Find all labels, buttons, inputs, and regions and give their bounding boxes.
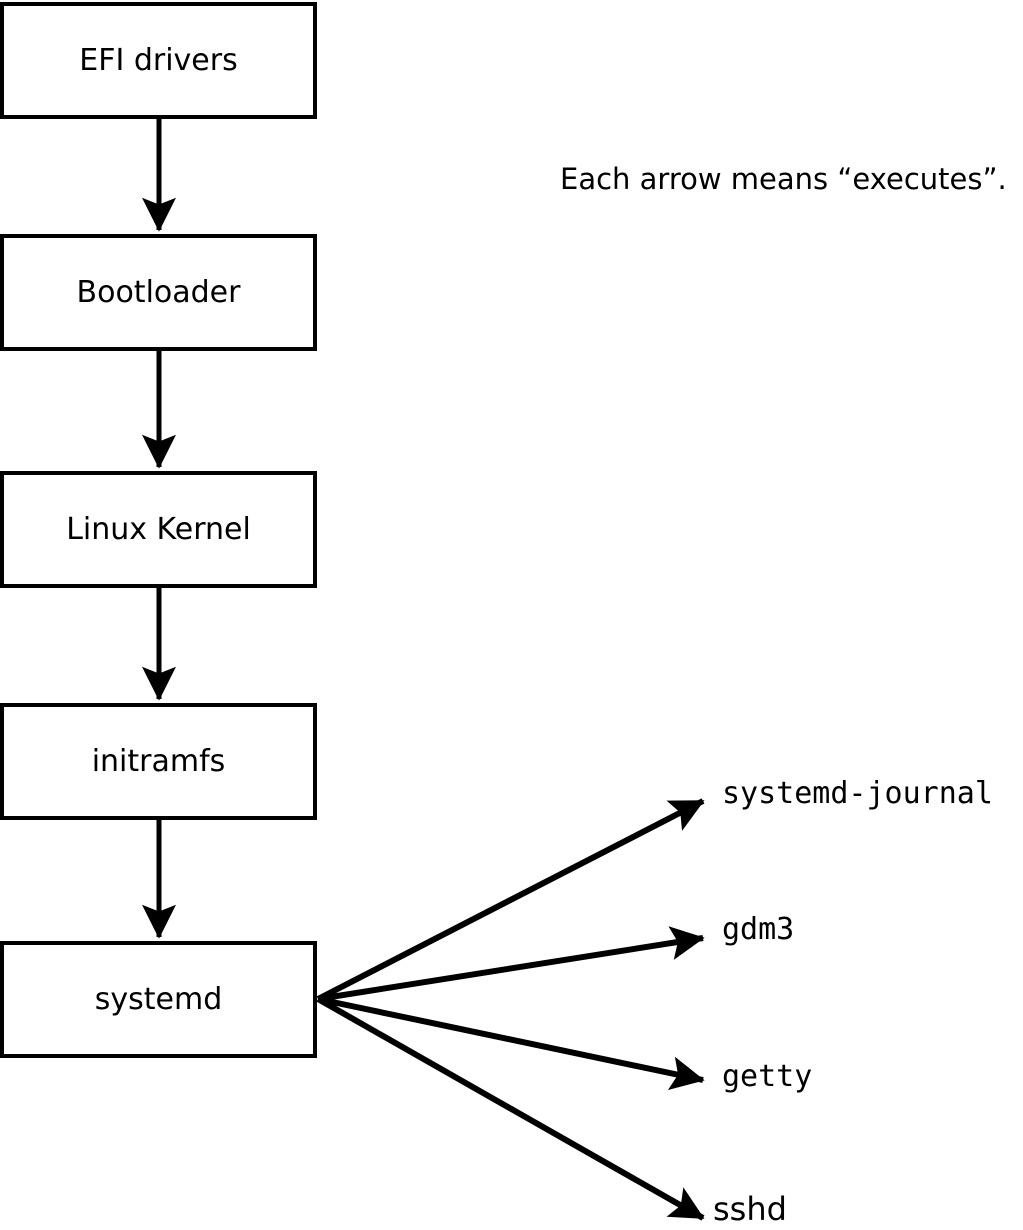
edge-systemd-to-sshd-arrow: [316, 996, 705, 1221]
service-label-getty: getty: [722, 1059, 813, 1094]
node-bootloader: Bootloader: [0, 234, 317, 351]
node-efi-drivers: EFI drivers: [0, 2, 317, 119]
node-linux-kernel-label: Linux Kernel: [66, 511, 251, 547]
edge-systemd-to-journal-arrow: [316, 798, 705, 1002]
service-label-sshd: sshd: [713, 1190, 787, 1228]
edge-systemd-to-getty-arrow: [317, 996, 705, 1090]
node-efi-drivers-label: EFI drivers: [79, 42, 238, 78]
service-label-systemd-journal: systemd-journal: [722, 776, 993, 811]
edge-systemd-to-gdm3-arrow: [317, 926, 705, 1002]
arrow-meaning-annotation: Each arrow means “executes”.: [560, 162, 1007, 196]
node-initramfs: initramfs: [0, 703, 317, 820]
node-bootloader-label: Bootloader: [76, 274, 241, 310]
service-label-gdm3: gdm3: [722, 912, 795, 947]
node-systemd: systemd: [0, 941, 317, 1058]
node-initramfs-label: initramfs: [91, 743, 226, 779]
node-systemd-label: systemd: [94, 981, 223, 1017]
node-linux-kernel: Linux Kernel: [0, 471, 317, 588]
